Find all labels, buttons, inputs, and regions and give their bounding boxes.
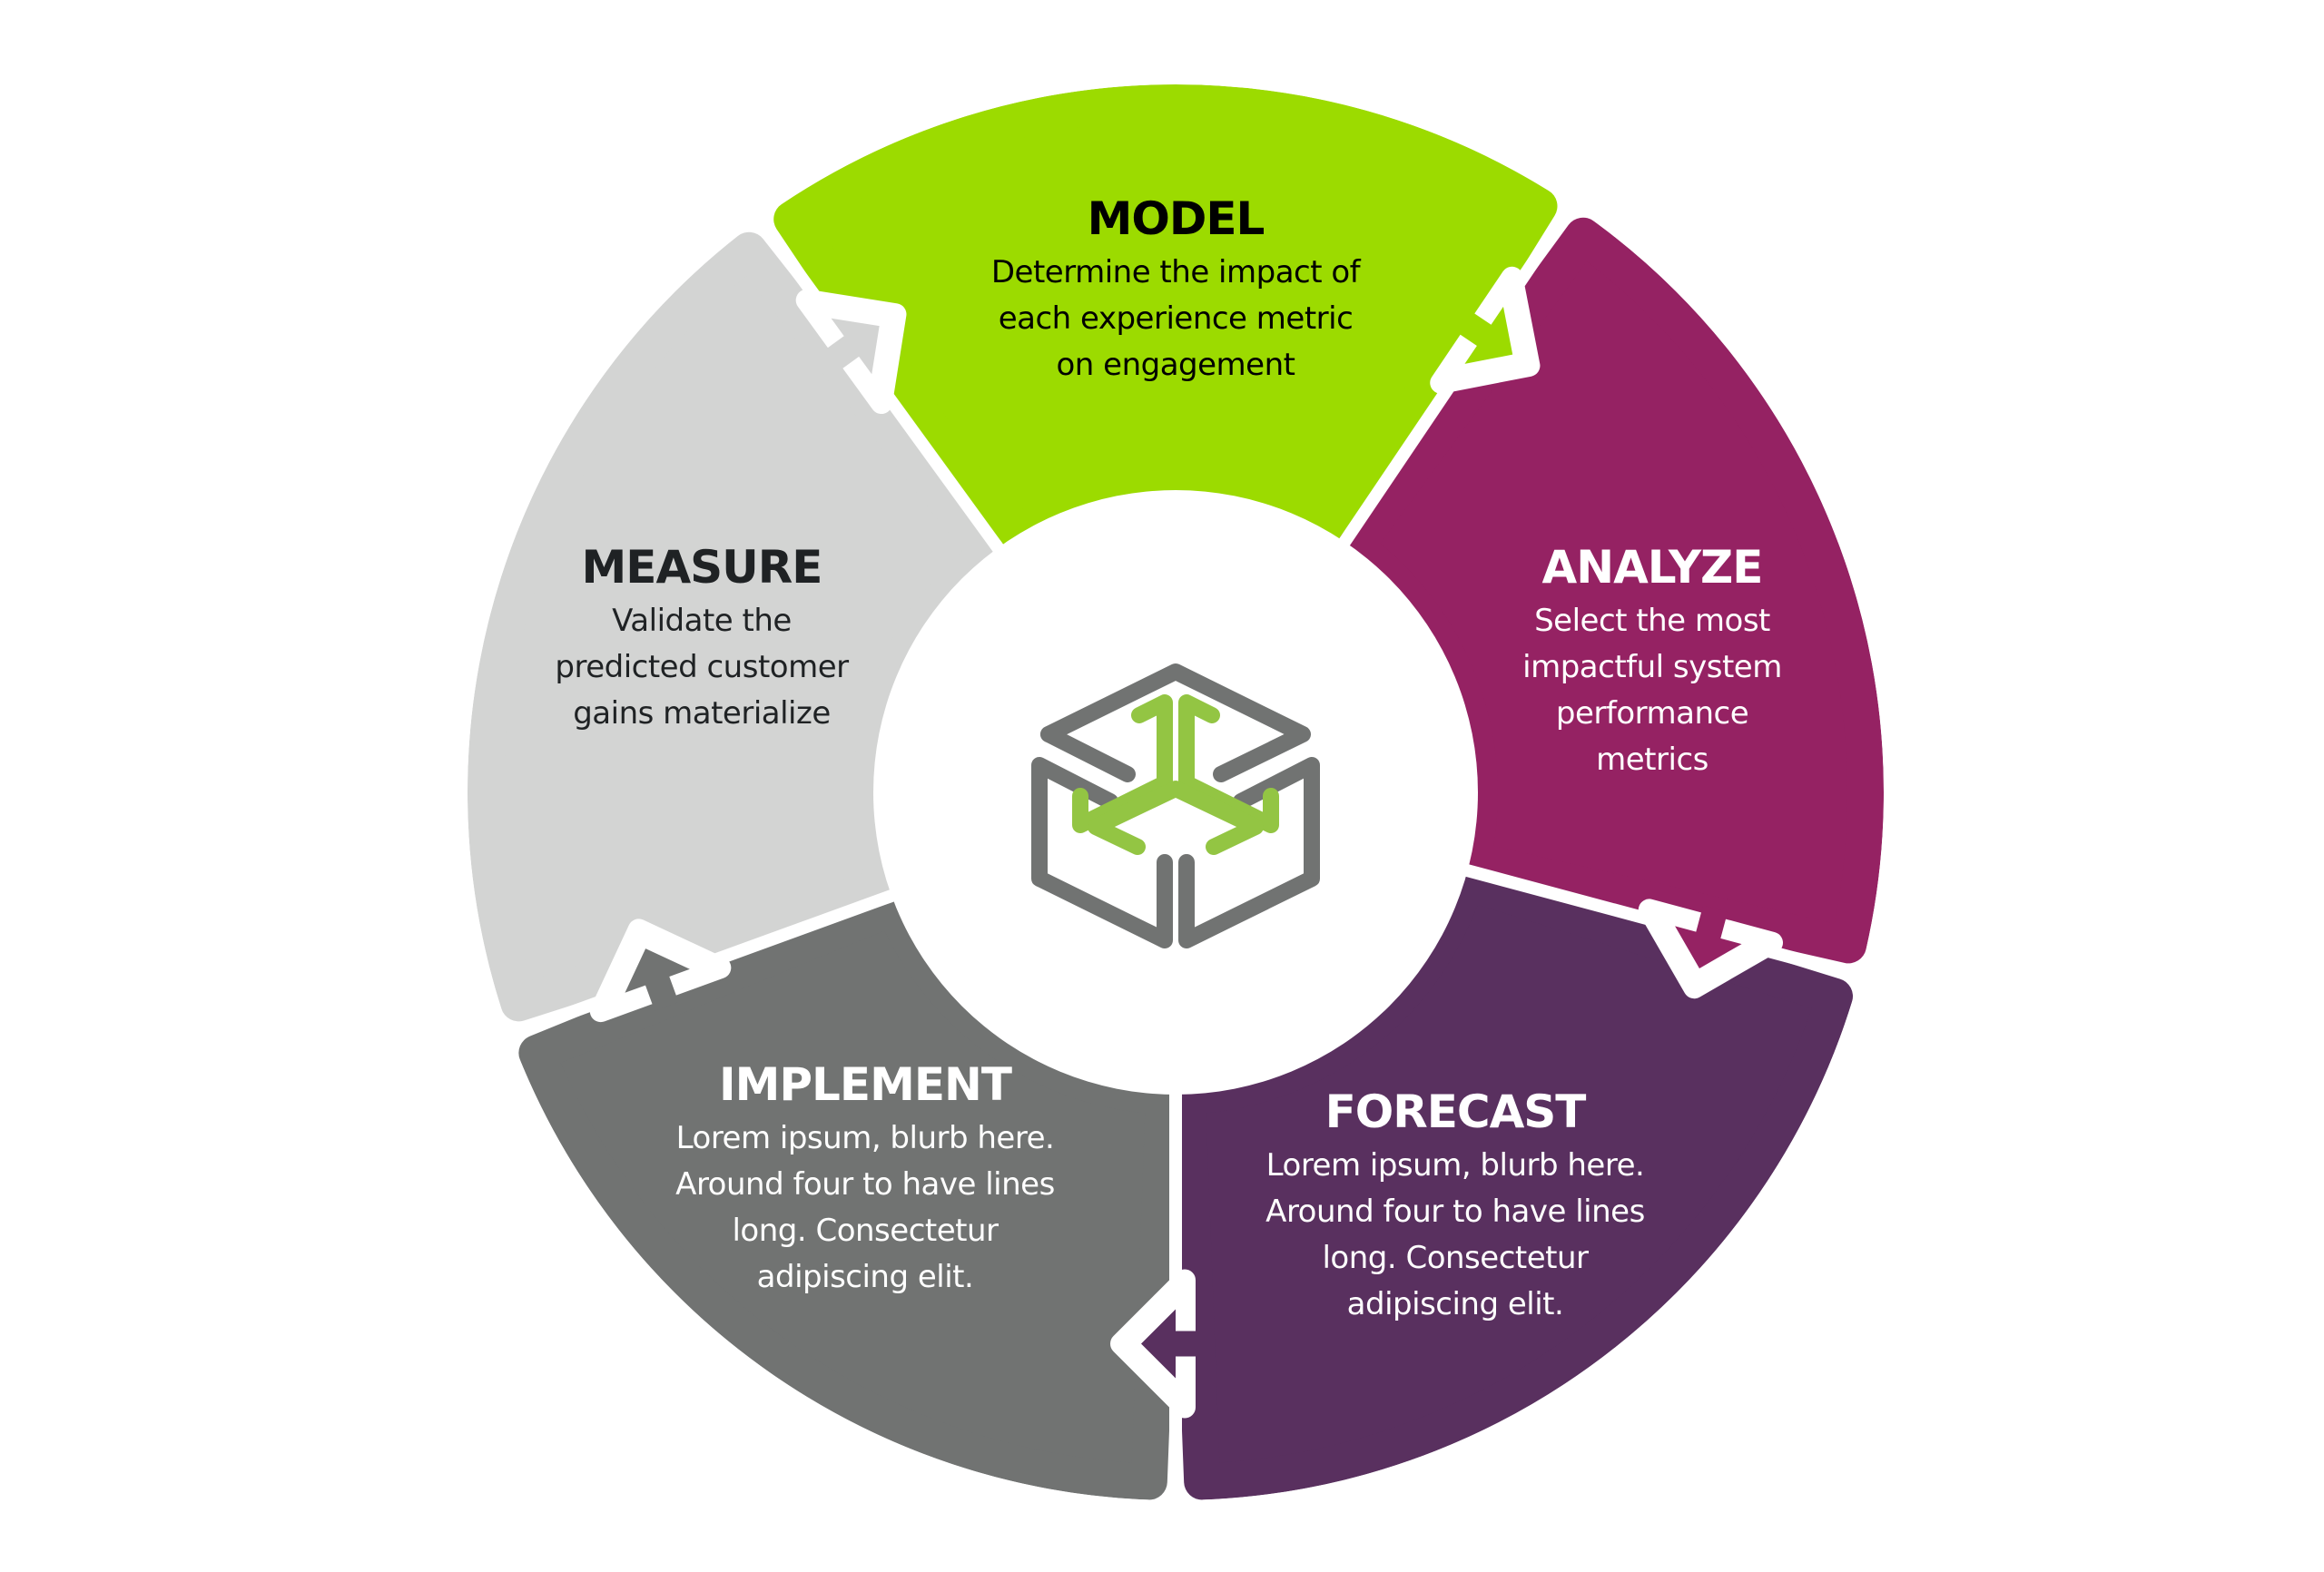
step-implement-title: IMPLEMENT <box>719 1058 1012 1111</box>
step-model-description: Determine the impact of each experience … <box>990 254 1361 383</box>
step-analyze-title: ANALYZE <box>1541 541 1764 594</box>
step-measure: MEASURE Validate the predicted customer … <box>555 540 849 737</box>
step-analyze-description: Select the most impactful system perform… <box>1522 603 1782 778</box>
logo-gray-left <box>1031 757 1173 948</box>
flow-arrow-forecast-to-implement-icon <box>1110 1269 1203 1419</box>
step-implement-description: Lorem ipsum, blurb here. Around four to … <box>675 1120 1055 1295</box>
hexagon-maze-logo-icon <box>1031 663 1320 948</box>
arrows-group <box>589 266 1784 1419</box>
logo-gray-top-left <box>1040 726 1136 782</box>
step-forecast: FORECAST Lorem ipsum, blurb here. Around… <box>1265 1085 1645 1328</box>
step-analyze: ANALYZE Select the most impactful system… <box>1522 540 1782 783</box>
logo-gray-top <box>1040 663 1311 782</box>
step-measure-title: MEASURE <box>581 541 823 594</box>
step-forecast-title: FORECAST <box>1324 1086 1587 1138</box>
logo-green-right <box>1178 694 1279 833</box>
segment-model <box>773 84 1558 558</box>
segment-forecast <box>1168 864 1854 1500</box>
flow-arrow-analyze-to-forecast-icon <box>1638 899 1784 999</box>
step-measure-description: Validate the predicted customer gains ma… <box>555 603 849 732</box>
logo-green-bottom <box>1088 781 1264 855</box>
flow-arrow-model-to-analyze-icon <box>1430 266 1541 394</box>
segment-measure <box>468 231 1006 1022</box>
segment-implement <box>518 889 1183 1500</box>
logo-green-left <box>1072 694 1173 833</box>
flow-arrow-implement-to-measure-icon <box>589 919 732 1023</box>
outer-trim <box>395 12 1956 1572</box>
logo-gray-right <box>1178 757 1320 948</box>
step-model-title: MODEL <box>1087 192 1265 245</box>
step-implement: IMPLEMENT Lorem ipsum, blurb here. Aroun… <box>675 1057 1055 1301</box>
step-forecast-description: Lorem ipsum, blurb here. Around four to … <box>1265 1147 1645 1322</box>
step-model: MODEL Determine the impact of each exper… <box>990 192 1361 388</box>
flow-arrow-measure-to-model-icon <box>795 289 907 415</box>
segment-analyze <box>1336 217 1884 964</box>
